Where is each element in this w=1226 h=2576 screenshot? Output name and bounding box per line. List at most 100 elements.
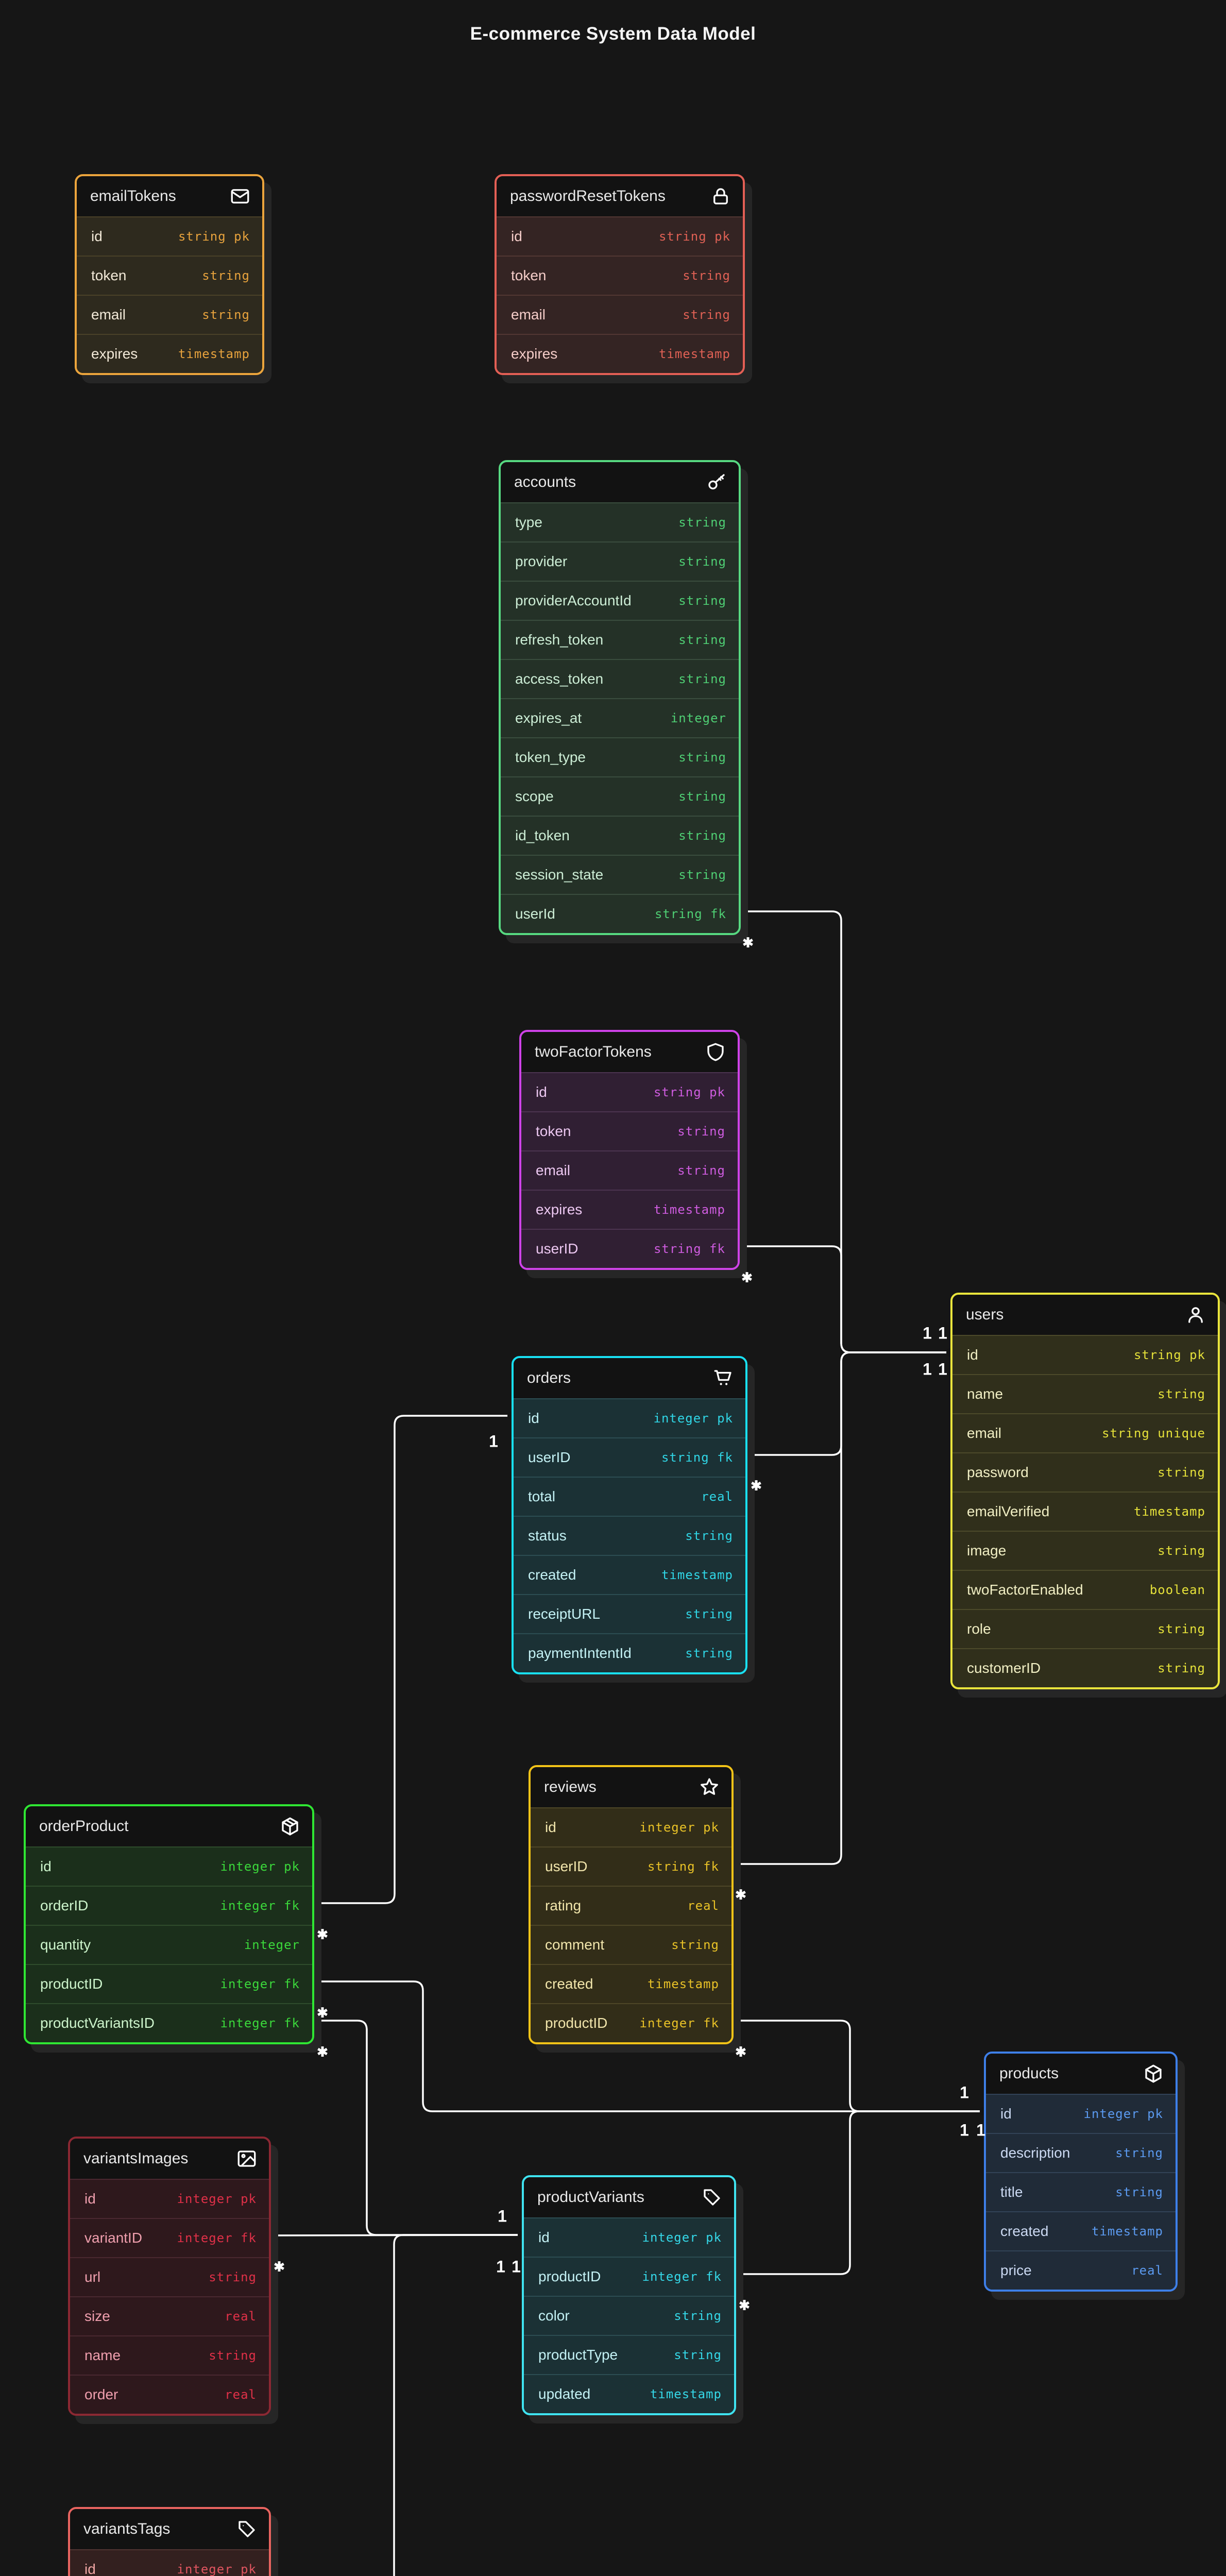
table-header[interactable]: emailTokens bbox=[77, 176, 262, 216]
table-header[interactable]: variantsTags bbox=[70, 2509, 269, 2549]
field-name-label: provider bbox=[515, 553, 568, 569]
table-header[interactable]: accounts bbox=[501, 462, 739, 502]
field-type-label: integer fk bbox=[639, 2016, 719, 2030]
field-type-label: string bbox=[1115, 2146, 1163, 2160]
cardinality-many-label: ✱ bbox=[735, 1887, 746, 1903]
table-header[interactable]: passwordResetTokens bbox=[497, 176, 743, 216]
table-header[interactable]: orderProduct bbox=[26, 1806, 312, 1846]
table-header[interactable]: twoFactorTokens bbox=[521, 1032, 738, 1072]
table-header[interactable]: users bbox=[952, 1295, 1218, 1335]
cardinality-one-label: 1 bbox=[960, 2121, 969, 2140]
table-header[interactable]: variantsImages bbox=[70, 2139, 269, 2179]
table-header[interactable]: productVariants bbox=[524, 2177, 734, 2217]
table-header[interactable]: orders bbox=[514, 1358, 745, 1398]
field-type-label: string fk bbox=[647, 1859, 719, 1874]
field-type-label: string bbox=[685, 1529, 733, 1543]
table-header[interactable]: reviews bbox=[531, 1767, 731, 1807]
field-type-label: string bbox=[677, 1124, 725, 1139]
table-header[interactable]: products bbox=[986, 2054, 1176, 2094]
